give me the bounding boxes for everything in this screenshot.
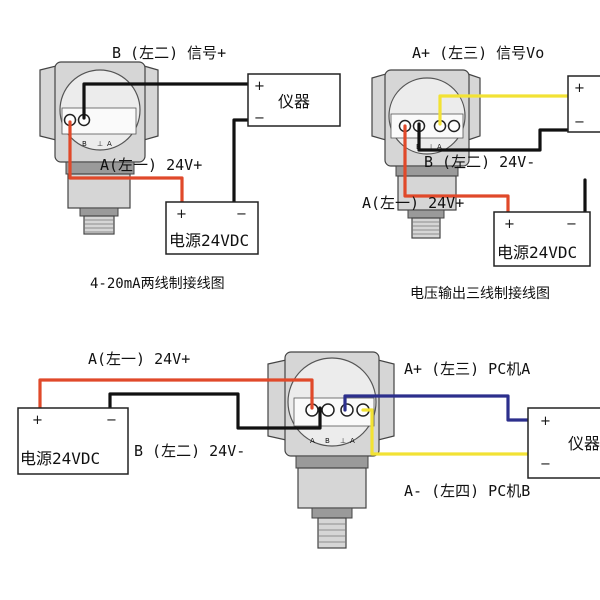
red-wire-24v-2 xyxy=(403,124,510,216)
power-box-3 xyxy=(17,407,129,475)
instrument-box-1 xyxy=(247,73,341,127)
power-box-2 xyxy=(493,211,591,267)
black-wire-power-minus xyxy=(222,118,250,208)
diagram2: B ⊥ A + − + − 电源24VDC A+ (左三) 信号Vo B (左二… xyxy=(362,44,600,302)
instrument-3-plus: + xyxy=(540,414,551,429)
instrument-2-minus: − xyxy=(574,115,585,130)
transmitter-1: B ⊥ A xyxy=(39,61,159,235)
instrument-1-minus: − xyxy=(254,111,265,126)
terminal-label-a: A xyxy=(107,140,112,148)
diagram3: A B ⊥ A + − 电源24VDC + − 仪器 A(左一) 24V+ B … xyxy=(17,350,600,549)
power-1-minus: − xyxy=(236,207,247,222)
label-aplus-signal: A+ (左三) 信号Vo xyxy=(412,44,544,62)
label-b-signal: B (左二) 信号+ xyxy=(112,44,226,62)
diagram1: B ⊥ A + − 仪器 + − 电源24VDC B (左二) 信号+ A(左一… xyxy=(39,44,341,292)
blue-wire-pc-a xyxy=(343,394,532,422)
power-1-plus: + xyxy=(176,207,187,222)
instrument-box-3 xyxy=(527,407,600,479)
instrument-box-2 xyxy=(567,75,600,133)
red-wire-24v xyxy=(68,120,184,208)
power-3-label: 电源24VDC xyxy=(20,449,100,468)
red-wire-24v-3 xyxy=(38,378,314,416)
caption-1: 4-20mA两线制接线图 xyxy=(90,275,225,292)
terminal3-label-a: A xyxy=(310,437,315,445)
svg-text:⊥: ⊥ xyxy=(428,143,434,151)
label-a-24v: A(左一) 24V+ xyxy=(100,156,202,174)
power-3-plus: + xyxy=(32,413,43,428)
label-aplus-pc-a: A+ (左三) PC机A xyxy=(404,360,530,378)
label-a-24v-3: A(左一) 24V+ xyxy=(88,350,190,368)
terminal3-label-b: B xyxy=(325,437,330,445)
power-box-1 xyxy=(165,201,259,255)
terminal-label-b: B xyxy=(82,140,87,148)
terminal2-label-a: A xyxy=(437,143,442,151)
instrument-2-plus: + xyxy=(574,81,585,96)
yellow-wire-signal xyxy=(438,94,572,126)
label-a-24v-plus: A(左一) 24V+ xyxy=(362,194,464,212)
black-wire-signal xyxy=(82,82,250,120)
instrument-3-label: 仪器 xyxy=(568,434,600,453)
instrument-1-label: 仪器 xyxy=(278,92,310,111)
power-2-minus: − xyxy=(566,217,577,232)
terminal3-label-aplus: A xyxy=(350,437,355,445)
label-b-24v-minus-3: B (左二) 24V- xyxy=(134,442,245,460)
label-b-24v-minus: B (左二) 24V- xyxy=(424,153,535,171)
caption-2: 电压输出三线制接线图 xyxy=(410,285,550,302)
black-wire-24v-minus xyxy=(417,122,572,152)
instrument-1-plus: + xyxy=(254,79,265,94)
instrument-3-minus: − xyxy=(540,457,551,472)
yellow-wire-pc-b xyxy=(370,408,530,456)
power-2-label: 电源24VDC xyxy=(497,243,577,262)
black-wire-24v-minus-3 xyxy=(108,392,322,430)
svg-text:⊥: ⊥ xyxy=(340,437,346,445)
power-1-label: 电源24VDC xyxy=(169,231,249,250)
label-aminus-pc-b: A- (左四) PC机B xyxy=(404,482,530,500)
power-2-plus: + xyxy=(504,217,515,232)
power-3-minus: − xyxy=(106,413,117,428)
svg-text:⊥: ⊥ xyxy=(97,140,103,148)
